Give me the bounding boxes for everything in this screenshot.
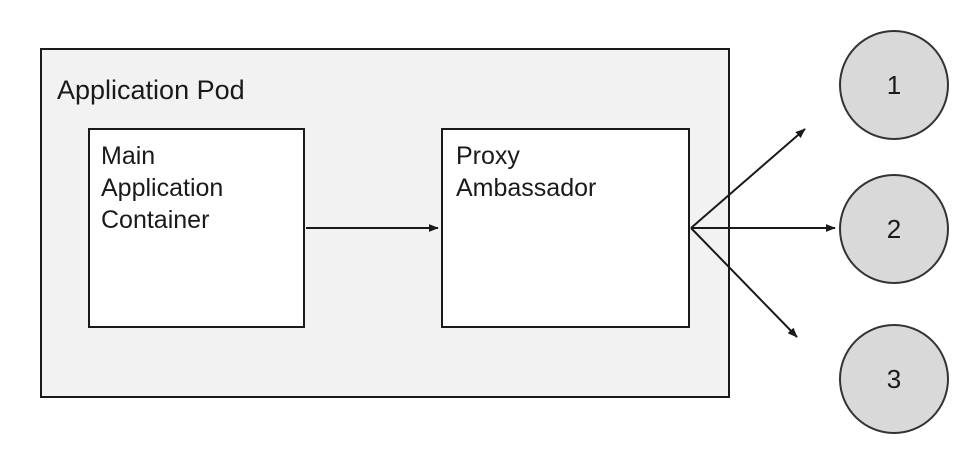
main-application-container-rect: [88, 128, 305, 328]
service-circle-1: [839, 30, 949, 140]
arrow-proxy-to-service-1: [690, 128, 806, 229]
service-circle-3: [839, 324, 949, 434]
main-application-container-label: Main Application Container: [101, 142, 224, 234]
service-circle-2-label: 2: [886, 214, 902, 244]
service-circle-2: [839, 174, 949, 284]
service-circle-1-label: 1: [886, 70, 902, 100]
proxy-ambassador-rect: [441, 128, 690, 328]
arrow-proxy-to-service-3: [690, 227, 798, 338]
service-circle-3-label: 3: [886, 364, 902, 394]
proxy-ambassador-label: Proxy Ambassador: [456, 142, 597, 202]
application-pod-label: Application Pod: [57, 75, 245, 105]
